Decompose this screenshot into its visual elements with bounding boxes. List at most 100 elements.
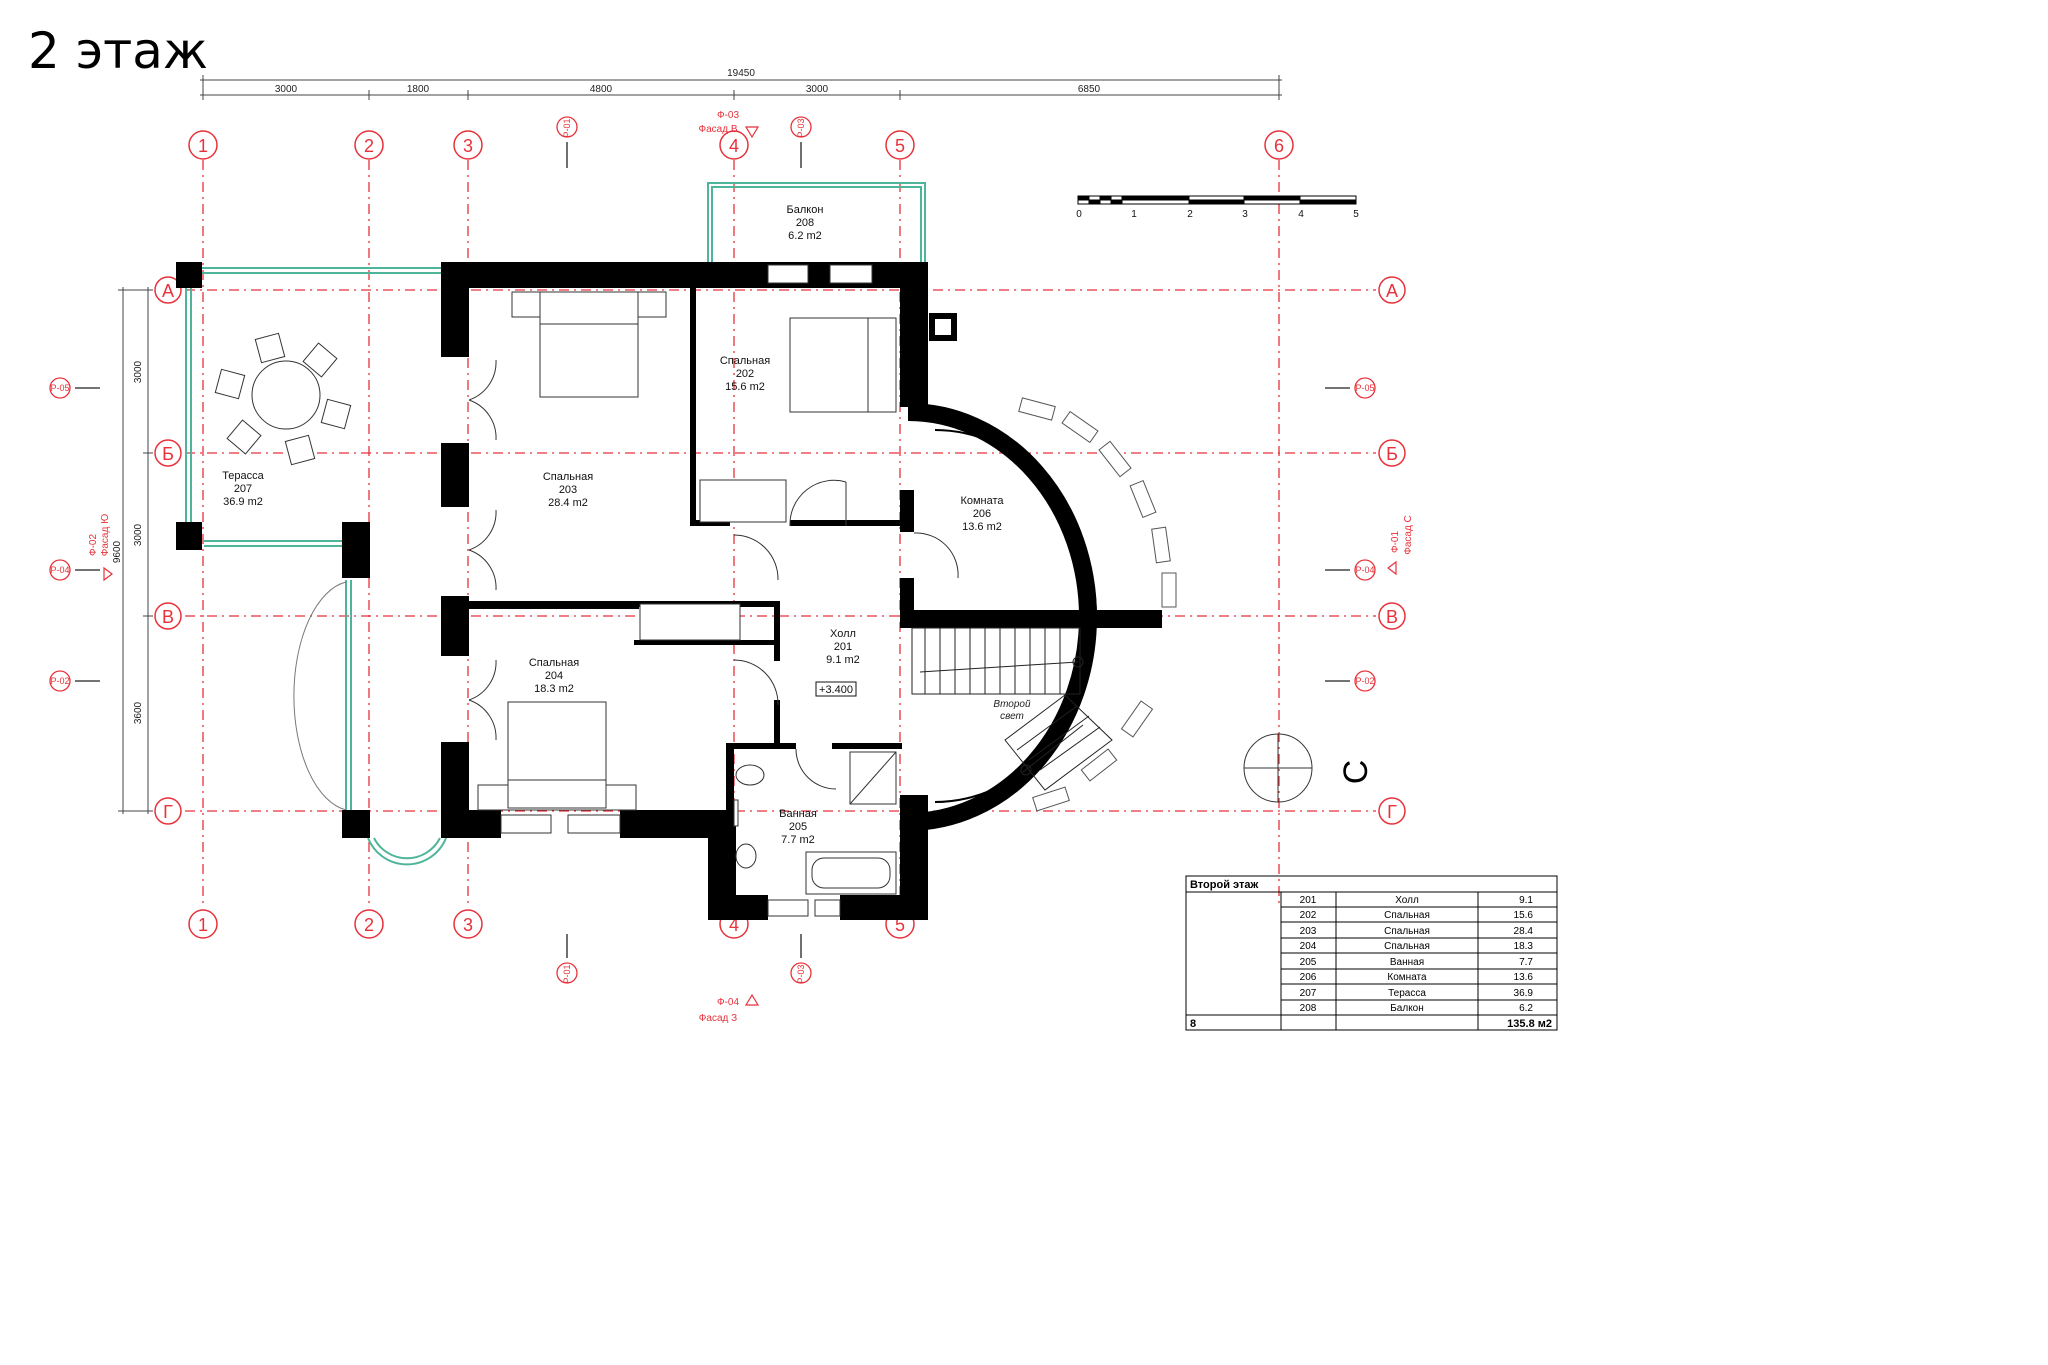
schedule-name: Спальная <box>1384 926 1430 937</box>
schedule-name: Спальная <box>1384 941 1430 952</box>
axis-b-right: Б <box>1386 444 1398 464</box>
room-202-area: 15.6 m2 <box>725 381 765 393</box>
dim-seg-5: 6850 <box>1078 84 1101 95</box>
stair-note-line2: свет <box>1000 711 1024 722</box>
room-204-num: 204 <box>545 670 563 682</box>
schedule-num: 207 <box>1300 988 1317 999</box>
schedule-name: Комната <box>1387 972 1427 983</box>
schedule-name: Холл <box>1395 895 1419 906</box>
facade-triangles <box>103 126 1397 1006</box>
room-205-name: Ванная <box>779 808 817 820</box>
room-204-area: 18.3 m2 <box>534 683 574 695</box>
room-201-num: 201 <box>834 641 852 653</box>
room-207-area: 36.9 m2 <box>223 496 263 508</box>
wall-windows <box>500 264 873 917</box>
axis-b-left: Б <box>162 444 174 464</box>
scale-2: 2 <box>1187 209 1193 220</box>
section-p04-right: Р-04 <box>1355 565 1374 575</box>
facade-top-name: Фасад В <box>698 124 737 135</box>
facade-left-code: Ф-02 <box>88 534 99 556</box>
floor-plan: 19450 3000 1800 4800 3000 6850 9600 3000… <box>49 68 1558 1031</box>
schedule-num: 208 <box>1300 1003 1317 1014</box>
schedule-area: 15.6 <box>1514 910 1534 921</box>
dim-seg-4: 3000 <box>806 84 829 95</box>
level-mark-box <box>815 681 857 697</box>
room-201-name: Холл <box>830 628 856 640</box>
room-201-area: 9.1 m2 <box>826 654 860 666</box>
dim-seg-1: 3000 <box>275 84 298 95</box>
schedule-area: 28.4 <box>1514 926 1534 937</box>
room-203-name: Спальная <box>543 471 593 483</box>
schedule-area: 13.6 <box>1514 972 1534 983</box>
axis-a-right: А <box>1386 281 1398 301</box>
facade-right-code: Ф-01 <box>1390 531 1401 553</box>
axis-3-top: 3 <box>463 136 473 156</box>
axis-4-top: 4 <box>729 136 739 156</box>
schedule-name: Ванная <box>1390 957 1424 968</box>
room-202-name: Спальная <box>720 355 770 367</box>
chimney-core <box>935 319 951 335</box>
page-title: 2 этаж <box>28 22 208 80</box>
stair-note-line1: Второй <box>993 699 1031 710</box>
axis-a-left: А <box>162 281 174 301</box>
facade-left-name: Фасад Ю <box>100 514 111 556</box>
section-p05-right: Р-05 <box>1355 383 1374 393</box>
section-p02-left: Р-02 <box>50 676 69 686</box>
scale-5: 5 <box>1353 209 1359 220</box>
room-208-area: 6.2 m2 <box>788 230 822 242</box>
doors <box>468 359 959 790</box>
section-p05-left: Р-05 <box>50 383 69 393</box>
dim-left-total: 9600 <box>112 540 123 563</box>
schedule-num: 206 <box>1300 972 1317 983</box>
dim-left-1: 3000 <box>133 360 144 383</box>
compass-letter: С <box>1337 760 1375 785</box>
terrace-arc <box>293 581 347 811</box>
schedule-name: Терасса <box>1388 988 1426 999</box>
schedule-num: 204 <box>1300 941 1317 952</box>
schedule-area: 7.7 <box>1519 957 1533 968</box>
axis-g-left: Г <box>163 802 173 822</box>
facade-bottom-code: Ф-04 <box>717 997 739 1008</box>
schedule-num: 205 <box>1300 957 1317 968</box>
section-p01-bottom: Р-01 <box>562 964 572 983</box>
schedule-num: 203 <box>1300 926 1317 937</box>
axis-1-bottom: 1 <box>198 915 208 935</box>
section-p03-bottom: Р-03 <box>796 964 806 983</box>
axis-5-bottom: 5 <box>895 915 905 935</box>
room-202-num: 202 <box>736 368 754 380</box>
schedule-table <box>1185 875 1558 1031</box>
schedule-name: Балкон <box>1390 1003 1424 1014</box>
scale-4: 4 <box>1298 209 1304 220</box>
axis-2-top: 2 <box>364 136 374 156</box>
axis-v-right: В <box>1386 607 1398 627</box>
section-markers <box>49 116 1376 984</box>
room-207-num: 207 <box>234 483 252 495</box>
axis-6-top: 6 <box>1274 136 1284 156</box>
dim-left-3: 3600 <box>133 701 144 724</box>
facade-right-name: Фасад С <box>1403 515 1414 555</box>
level-mark: +3.400 <box>819 684 853 696</box>
schedule-area: 36.9 <box>1514 988 1534 999</box>
axis-3-bottom: 3 <box>463 915 473 935</box>
scale-bar <box>1077 195 1357 205</box>
room-206-area: 13.6 m2 <box>962 521 1002 533</box>
room-208-num: 208 <box>796 217 814 229</box>
tower-windows <box>1018 397 1177 812</box>
round-tower <box>907 403 1097 831</box>
schedule-area: 18.3 <box>1514 941 1534 952</box>
schedule-name: Спальная <box>1384 910 1430 921</box>
axis-2-bottom: 2 <box>364 915 374 935</box>
dim-seg-3: 4800 <box>590 84 613 95</box>
schedule-area: 6.2 <box>1519 1003 1533 1014</box>
section-p03-top: Р-03 <box>796 118 806 137</box>
dim-total: 19450 <box>727 68 755 79</box>
schedule-num: 202 <box>1300 910 1317 921</box>
axis-1-top: 1 <box>198 136 208 156</box>
staircase <box>911 627 1113 791</box>
facade-bottom-name: Фасад З <box>699 1013 737 1024</box>
axis-v-left: В <box>162 607 174 627</box>
schedule-title: Второй этаж <box>1190 879 1258 891</box>
room-204-name: Спальная <box>529 657 579 669</box>
facade-top-code: Ф-03 <box>717 110 739 121</box>
axis-4-bottom: 4 <box>729 915 739 935</box>
